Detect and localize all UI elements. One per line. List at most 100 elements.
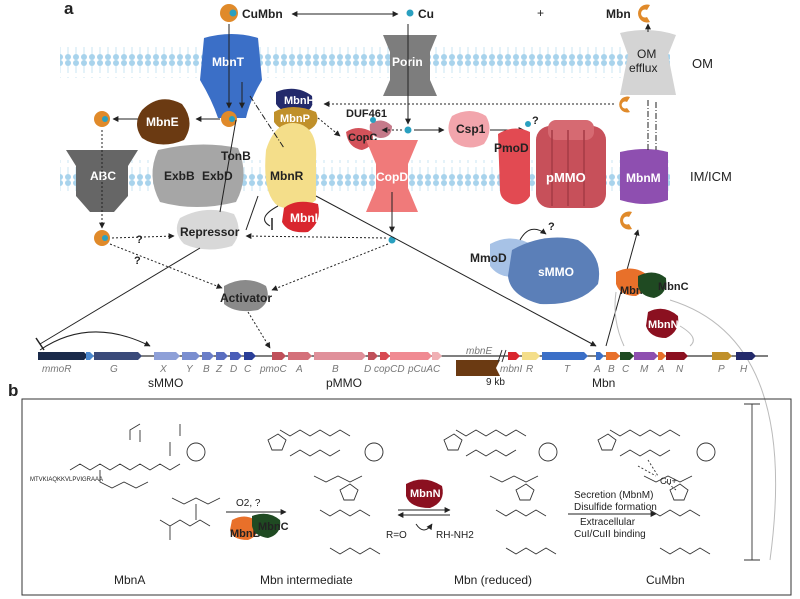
mbnt-protein <box>200 34 262 118</box>
mbnt-to-repressor-line <box>219 119 237 213</box>
mbn-released-icon <box>620 211 632 230</box>
gene-pmoa: A <box>295 364 303 375</box>
copper-ion-pmod <box>525 121 531 127</box>
gene-pcuac: pCuAC <box>407 364 441 375</box>
gene-mmoy: Y <box>186 364 194 375</box>
gene-gap-mark-1 <box>497 349 503 363</box>
mbni-protein <box>282 201 319 233</box>
mbn-operon-label: Mbn <box>592 376 615 390</box>
panel-b-label: b <box>8 381 18 400</box>
porin-protein <box>383 35 437 96</box>
om-efflux-label-1: OM <box>637 47 656 61</box>
exbb-label: ExbB <box>164 169 195 183</box>
gene-mbnt: T <box>564 364 571 375</box>
gene-mbnb: B <box>608 364 615 375</box>
step3-line4: CuI/CuII binding <box>574 529 646 540</box>
smmo-complex <box>508 237 600 305</box>
tonb-label: TonB <box>221 149 251 163</box>
mbnn-label: MbnN <box>648 319 679 331</box>
mbn-top-icon <box>638 4 650 23</box>
step3-line1: Secretion (MbnM) <box>574 490 653 501</box>
mmod-question: ? <box>548 221 555 233</box>
mbnr-to-mbn-operon <box>315 195 597 347</box>
mbna-sequence: MTVKIAQKKVLPVIGRAAA <box>30 477 103 483</box>
csp1-protein <box>448 111 490 148</box>
gene-mmob: B <box>203 364 210 375</box>
gene-gap-label: 9 kb <box>486 377 505 388</box>
copper-ion-cytoplasm <box>388 236 396 244</box>
panel-link-curve <box>669 299 777 561</box>
outer-membrane <box>60 47 670 78</box>
gene-pmob: B <box>332 364 339 375</box>
duf461-protein <box>369 120 392 138</box>
gene-mmod: D <box>230 364 237 375</box>
mbnm-label: MbnM <box>626 171 661 185</box>
gene-mmoz: Z <box>215 364 223 375</box>
plus-sign: + <box>537 6 544 20</box>
step1-mbnb-label: MbnB <box>230 528 261 540</box>
mbnm-protein <box>620 149 668 204</box>
porin-label: Porin <box>392 55 423 69</box>
copper-ion-copc <box>370 117 376 123</box>
repressor-label: Repressor <box>180 225 240 239</box>
mbn-operon <box>508 352 756 360</box>
mbnh-label: MbnH <box>284 95 315 107</box>
cumbn-periplasm-left <box>94 111 110 127</box>
step2-left-reagent: R=O <box>386 530 407 541</box>
cumbn-to-repressor-dotted <box>111 233 175 240</box>
gene-mbnc: C <box>622 364 630 375</box>
copc-protein <box>346 128 373 150</box>
duf461-label: DUF461 <box>346 108 387 120</box>
abc-label: ABC <box>90 169 116 183</box>
panel-b-frame <box>21 398 792 596</box>
mbnr-label: MbnR <box>270 169 304 183</box>
pmod-label: PmoD <box>494 141 529 155</box>
gene-pmod: D <box>364 364 371 375</box>
mbnr-inhibit-repressor <box>245 195 259 231</box>
gene-mbnp: P <box>718 364 725 375</box>
gene-mmoc: C <box>244 364 252 375</box>
mbna-structure <box>69 423 221 540</box>
cumbn-top-label: CuMbn <box>242 7 283 21</box>
pmmo-label: pMMO <box>546 170 586 185</box>
mmod-loop-arrow <box>519 228 547 241</box>
step2-cycle-arrow <box>415 523 433 531</box>
activator-question: ? <box>134 255 141 267</box>
pmod-protein <box>498 128 530 205</box>
repressor-to-mmor-inhibit <box>39 247 201 345</box>
mbni-label: MbnI <box>290 211 318 225</box>
activator-label: Activator <box>220 291 272 305</box>
activator-protein <box>224 280 268 312</box>
om-efflux-protein <box>620 29 676 95</box>
step2-mbnn-label: MbnN <box>410 488 441 500</box>
gene-mbnn: N <box>676 364 684 375</box>
gene-mbnh: H <box>740 364 748 375</box>
mbnn-protein <box>646 308 679 338</box>
gene-mbna: A <box>593 364 601 375</box>
pmmo-complex <box>536 120 606 208</box>
copd-protein <box>366 140 418 212</box>
mbnb-gene-link <box>614 291 625 347</box>
gene-copcd: copCD <box>374 364 405 375</box>
label-mbn-reduced: Mbn (reduced) <box>454 573 532 587</box>
mbnn-gene-link <box>679 325 694 347</box>
gene-pmoc: pmoC <box>259 364 287 375</box>
mbnc-protein <box>638 272 667 298</box>
cu-plus-label: Cu+ <box>660 476 677 486</box>
repressor-protein <box>176 209 239 250</box>
om-label: OM <box>692 56 713 71</box>
copd-label: CopD <box>376 170 408 184</box>
gene-mbni: mbnI <box>500 364 522 375</box>
step1-mbnb <box>230 516 259 540</box>
mbnr-protein <box>265 123 317 209</box>
step1-mbnc <box>252 513 281 538</box>
gene-mmox: X <box>159 364 167 375</box>
cumbn-to-activator-dotted <box>109 243 223 289</box>
gene-mbnm: M <box>640 364 649 375</box>
cu-top-label: Cu <box>418 7 434 21</box>
copper-ion-top <box>406 9 414 17</box>
smmo-operon-label: sMMO <box>148 376 183 390</box>
om-efflux-label-2: efflux <box>629 61 657 75</box>
mbnc-label: MbnC <box>658 281 689 293</box>
